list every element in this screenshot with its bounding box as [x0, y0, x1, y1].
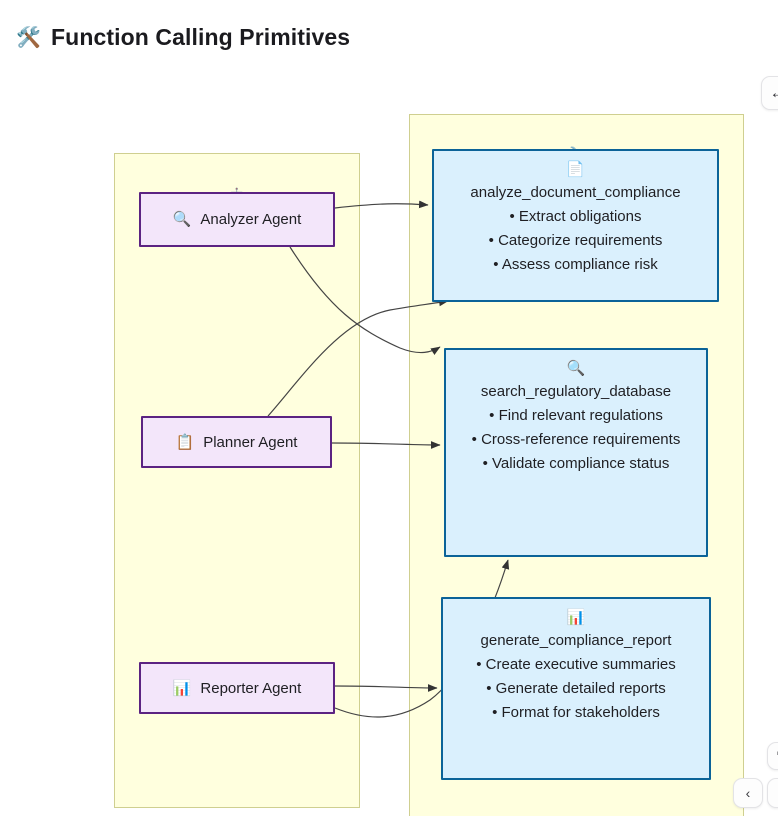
- node-analyze-document-compliance[interactable]: 📄 analyze_document_compliance • Extract …: [432, 149, 719, 302]
- expand-icon: ⤡: [777, 748, 778, 764]
- page-title: 🛠️ Function Calling Primitives: [16, 24, 350, 51]
- edge-planner-to-search: [331, 441, 441, 449]
- magnifier-icon: 🔍: [566, 360, 586, 377]
- tool-bullet: • Find relevant regulations: [489, 407, 663, 424]
- hammer-and-wrench-icon: 🛠️: [16, 26, 42, 49]
- tool-bullets-search: • Find relevant regulations • Cross-refer…: [454, 404, 698, 476]
- document-icon: 📄: [566, 161, 585, 178]
- tool-bullet: • Validate compliance status: [482, 455, 670, 472]
- tool-bullet: • Create executive summaries: [476, 656, 676, 673]
- next-button[interactable]: ›: [767, 778, 778, 808]
- edge-analyzer-to-analyze: [334, 200, 429, 209]
- node-reporter-agent-label: Reporter Agent: [200, 679, 302, 697]
- tool-bullet: • Cross-reference requirements: [471, 431, 681, 448]
- tool-name-report: generate_compliance_report: [480, 632, 672, 649]
- node-search-regulatory-database[interactable]: 🔍 search_regulatory_database • Find rele…: [444, 348, 708, 557]
- tool-bullet: • Format for stakeholders: [492, 704, 660, 721]
- tool-bullet: • Extract obligations: [509, 208, 642, 225]
- clipboard-icon: 📋: [175, 433, 195, 451]
- bar-chart-icon: 📊: [172, 679, 192, 697]
- edge-planner-to-analyze: [267, 298, 449, 417]
- tool-bullet: • Assess compliance risk: [493, 256, 658, 273]
- expand-button[interactable]: ⤡: [767, 742, 778, 770]
- node-analyzer-agent-label: Analyzer Agent: [200, 211, 302, 228]
- tool-bullets-analyze: • Extract obligations • Categorize requir…: [442, 205, 709, 277]
- tool-bullet: • Generate detailed reports: [486, 680, 666, 697]
- node-planner-agent-label: Planner Agent: [203, 433, 298, 451]
- bar-chart-icon: 📊: [566, 609, 586, 626]
- edge-reporter-to-report: [334, 684, 438, 692]
- node-analyzer-agent[interactable]: 🔍 Analyzer Agent: [139, 192, 335, 247]
- tool-name-search: search_regulatory_database: [480, 383, 672, 400]
- page-title-text: Function Calling Primitives: [51, 24, 351, 50]
- tool-bullets-report: • Create executive summaries • Generate d…: [451, 653, 701, 725]
- back-arrow-icon: ←: [769, 83, 778, 102]
- back-button[interactable]: ←: [761, 76, 778, 110]
- node-reporter-agent[interactable]: 📊 Reporter Agent: [139, 662, 335, 714]
- tool-name-analyze: analyze_document_compliance: [470, 184, 681, 201]
- node-generate-compliance-report[interactable]: 📊 generate_compliance_report • Create ex…: [441, 597, 711, 780]
- node-planner-agent[interactable]: 📋 Planner Agent: [141, 416, 332, 468]
- chevron-left-icon: ‹: [745, 785, 751, 801]
- magnifier-icon: 🔍: [172, 211, 192, 228]
- flowchart-diagram: 🤖 AI Agents 🔧 Bedrock AgentCore Function…: [0, 60, 778, 816]
- previous-button[interactable]: ‹: [733, 778, 763, 808]
- edge-analyzer-to-search: [289, 246, 441, 356]
- tool-bullet: • Categorize requirements: [488, 232, 663, 249]
